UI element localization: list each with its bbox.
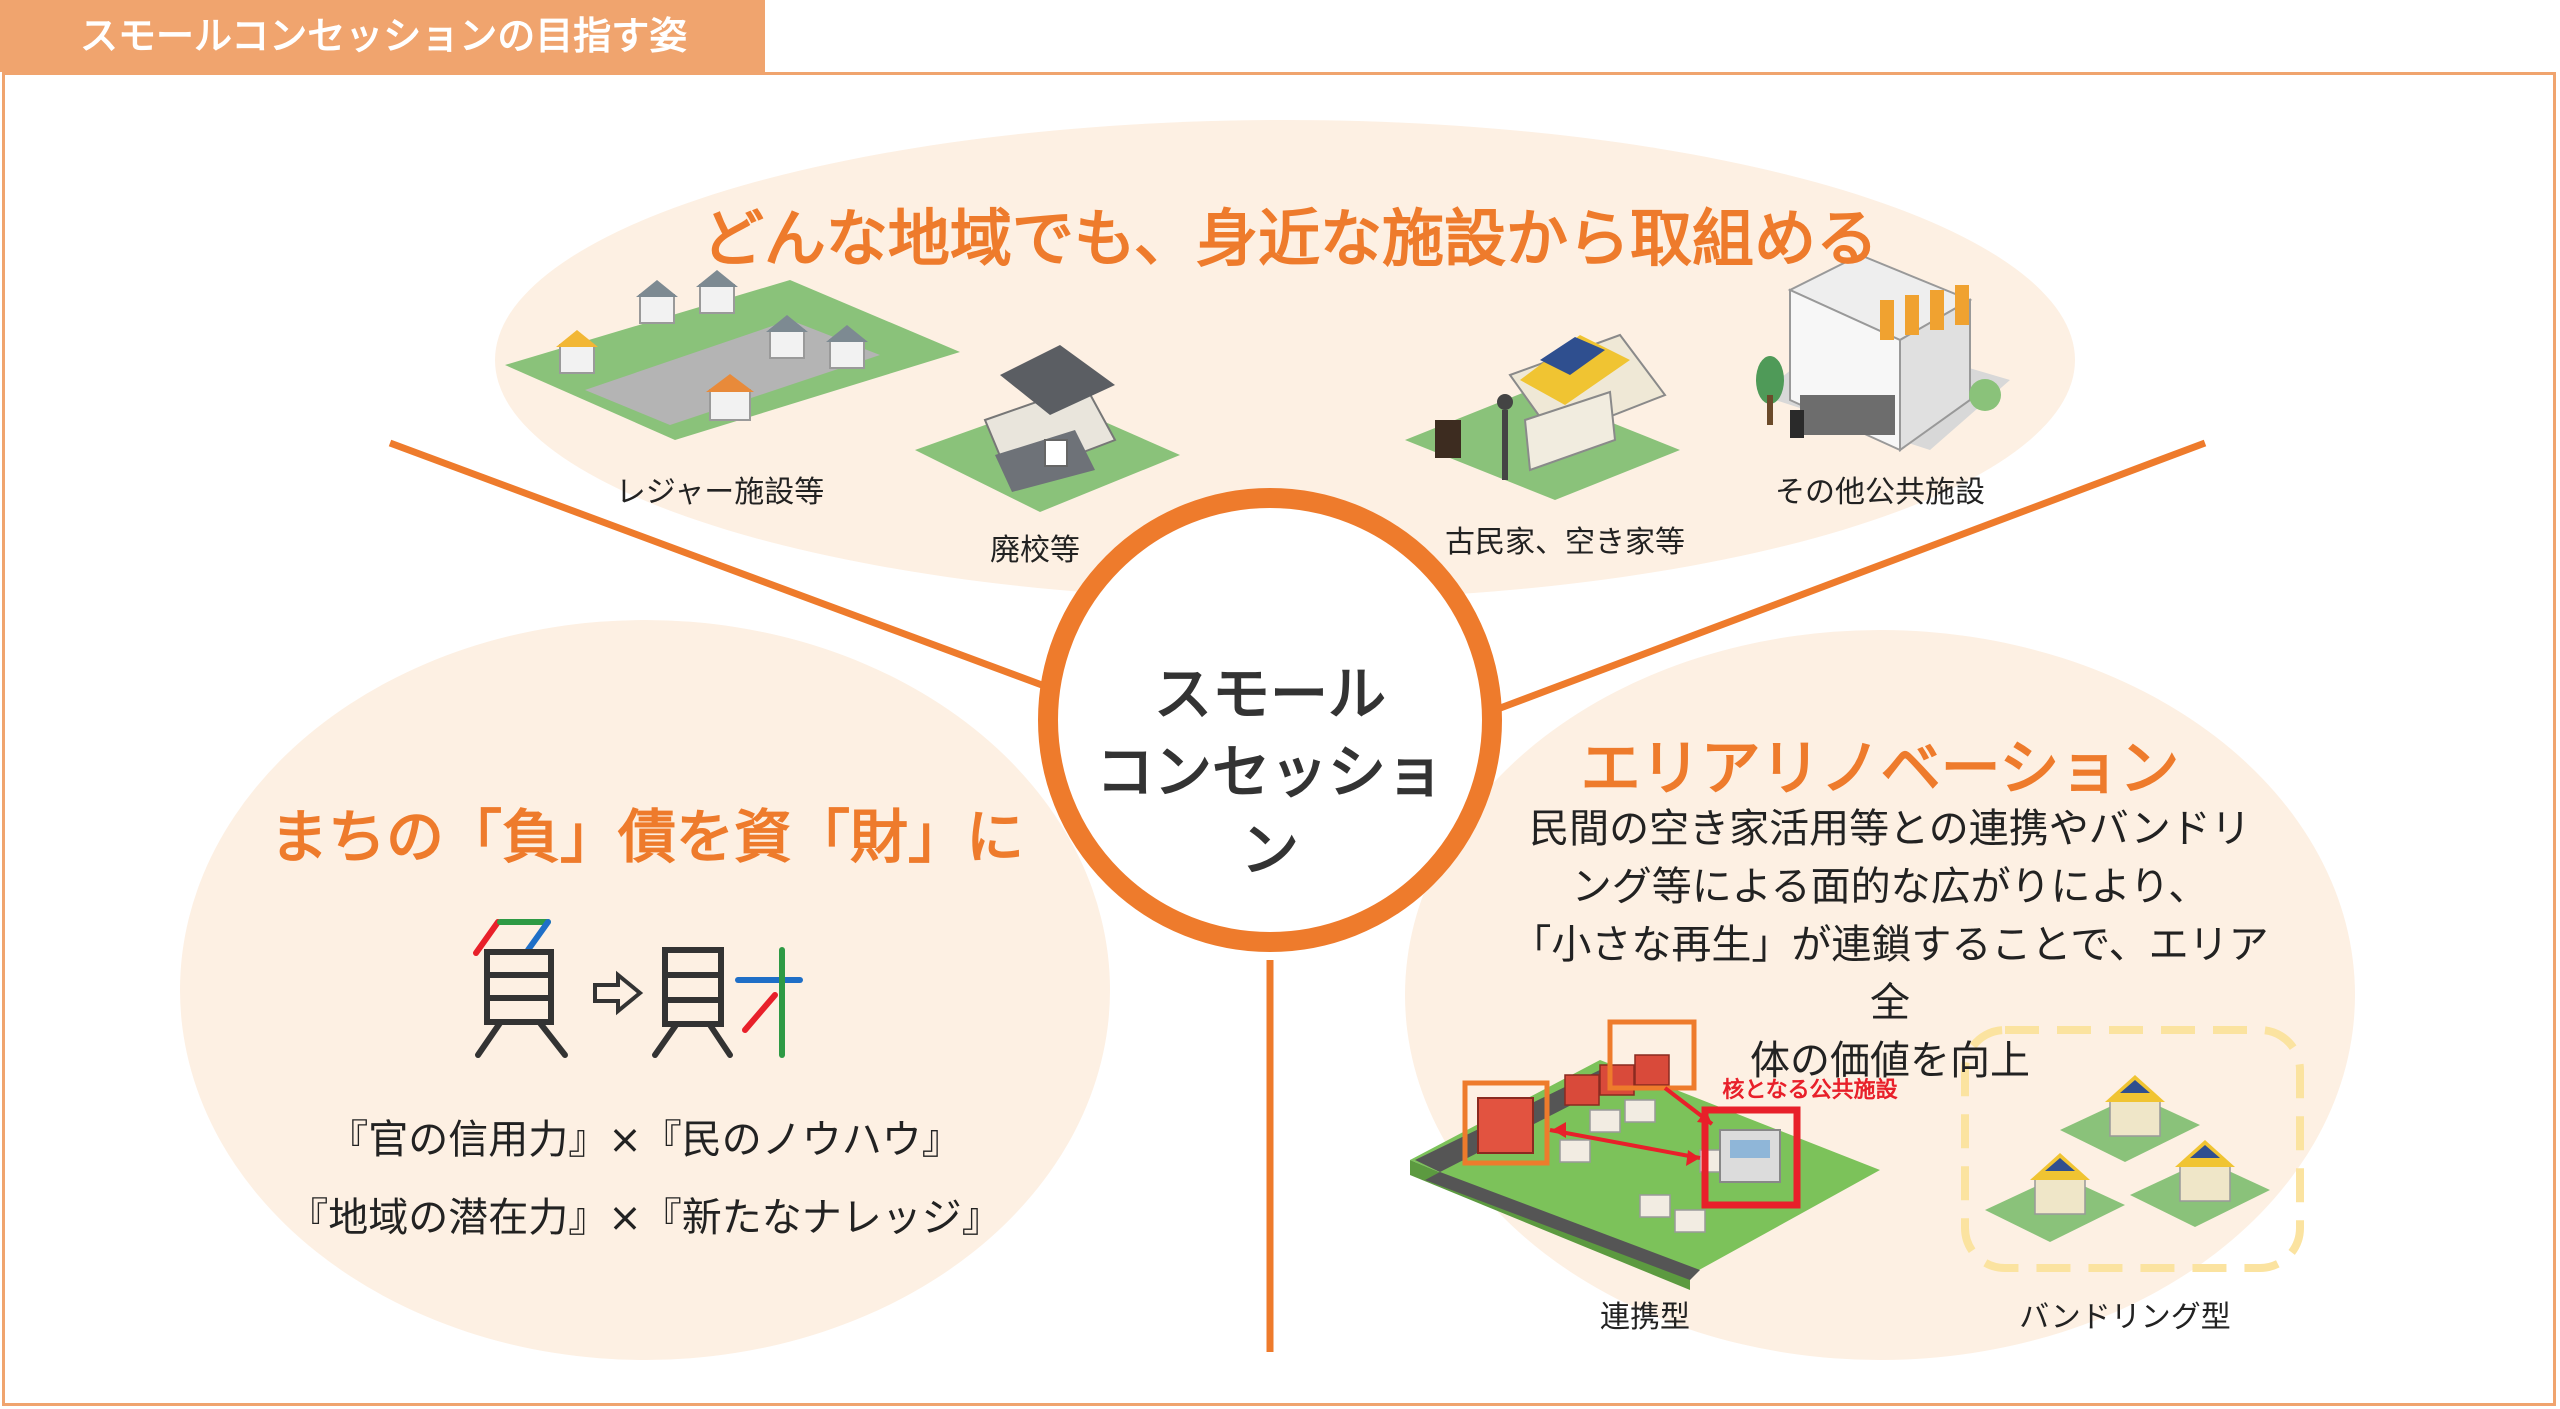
public-building-icon [1756,253,2010,452]
bundling-dashed-box [1961,1026,2304,1272]
content-frame [2,72,2556,1406]
formula-line-1: 『官の信用力』×『民のノウハウ』 [328,1117,962,1163]
housing-estate-icon [505,270,960,440]
kanji-transform-icon [473,919,803,1058]
right-section-title: エリアリノベーション [1580,734,2180,804]
description-line-4: 体の価値を向上 [1750,1038,2030,1084]
top-ellipse [495,120,2075,600]
right-section-description: 民間の空き家活用等との連携やバンドリ ング等による面的な広がりにより、 「小さな… [1505,800,2275,1090]
formula-line-2: 『地域の潜在力』×『新たなナレッジ』 [288,1195,1002,1241]
description-line-1: 民間の空き家活用等との連携やバンドリ [1529,806,2251,852]
core-facility-label: 核となる公共施設 [1722,1078,1898,1103]
facility-label-old-house: 古民家、空き家等 [1445,525,1685,560]
top-section-title: どんな地域でも、身近な施設から取組める [701,202,1879,275]
bundling-houses-icon [1985,1075,2270,1242]
connector-left [388,439,1052,692]
highlight-box-1 [1462,1080,1550,1166]
type-label-bundling: バンドリング型 [2019,1300,2231,1335]
facility-label-public: その他公共施設 [1775,475,1985,510]
core-facility-box [1701,1106,1801,1209]
center-label: スモール コンセッション [1070,655,1470,889]
connector-right [1493,439,2207,714]
type-label-collaboration: 連携型 [1600,1300,1690,1335]
solar-house-icon [1405,333,1680,500]
highlight-box-2 [1607,1019,1697,1091]
description-line-3: 「小さな再生」が連鎖することで、エリア全 [1511,922,2269,1026]
left-ellipse [180,620,1110,1360]
collapsed-house-icon [915,345,1180,512]
town-map-icon [1410,1019,1880,1290]
facility-label-closed-school: 廃校等 [990,533,1080,568]
description-line-2: ング等による面的な広がりにより、 [1571,864,2209,910]
facility-label-leisure: レジャー施設等 [615,475,825,510]
center-label-line1: スモール [1153,660,1386,728]
section-tab: スモールコンセッションの目指す姿 [0,0,765,72]
center-label-line2: コンセッション [1095,738,1444,884]
center-circle [1038,488,1502,952]
left-section-title: まちの「負」債を資「財」に [270,803,1025,871]
